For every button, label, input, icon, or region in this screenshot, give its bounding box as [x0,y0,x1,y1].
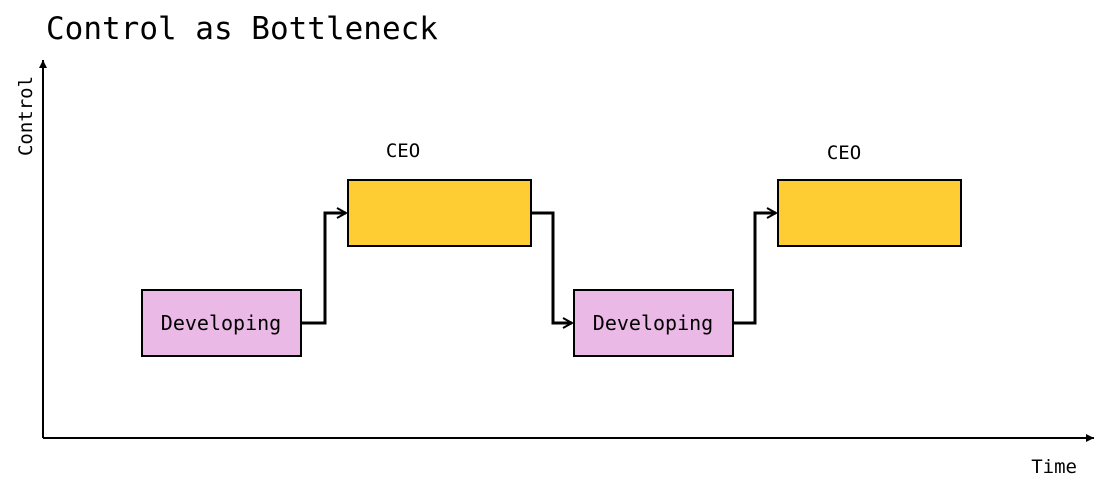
developing-box-1-label: Developing [161,311,281,335]
page-title: Control as Bottleneck [46,11,438,47]
x-axis-label: Time [1031,456,1077,478]
developing-box-2-label: Developing [593,311,713,335]
ceo-label-2: CEO [827,142,861,164]
developing-box-2 [573,289,734,357]
connector-ceo-1-to-developing [531,211,572,323]
ceo-label-1: CEO [386,140,420,162]
y-axis-label: Control [15,76,37,156]
connector-developing-to-ceo-2 [733,213,776,325]
developing-box-1 [141,289,302,357]
ceo-box-1 [347,179,532,247]
connector-developing-to-ceo-1 [301,213,346,325]
ceo-box-2 [777,179,962,247]
